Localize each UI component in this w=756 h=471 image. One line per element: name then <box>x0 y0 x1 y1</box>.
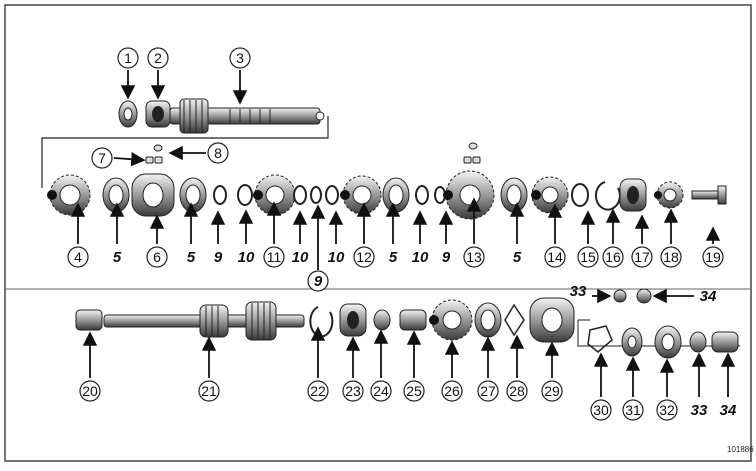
label-r2-15: 14 <box>547 249 563 265</box>
label-r2-14: 5 <box>513 249 522 266</box>
callout-r3-14: 32 <box>656 358 678 421</box>
label-r3-8: 28 <box>509 383 525 399</box>
label-r3-12: 30 <box>593 402 609 418</box>
callout-r3-3: 23 <box>342 336 364 402</box>
callout-r2-2: 6 <box>146 214 168 268</box>
callout-r3-0: 20 <box>79 331 101 402</box>
callout-r2-7: 10 <box>292 210 309 266</box>
callout-r1-4: 8 <box>168 142 229 164</box>
label-r2-1: 5 <box>113 249 122 266</box>
label-r2-21: 9 <box>314 273 323 290</box>
callout-r2-13: 13 <box>463 197 485 268</box>
callout-r3-2: 22 <box>307 326 329 402</box>
callout-r2-11: 10 <box>412 210 429 266</box>
label-r2-10: 5 <box>389 249 398 266</box>
label-r2-16: 15 <box>580 249 596 265</box>
row3-parts <box>75 288 740 359</box>
callout-r2-3: 5 <box>183 202 199 266</box>
label-r2-6: 11 <box>267 249 282 265</box>
callout-r3-12: 30 <box>590 352 612 421</box>
label-r2-0: 4 <box>74 249 82 265</box>
input-shaft <box>169 98 325 134</box>
callout-r2-21: 9 <box>307 204 329 292</box>
callout-r3-4: 24 <box>370 329 392 402</box>
clip-parts <box>145 142 481 164</box>
callout-r2-9: 12 <box>353 202 375 268</box>
label-r2-13: 13 <box>466 249 482 265</box>
callout-r2-1: 5 <box>109 202 125 266</box>
label-r3-9: 29 <box>544 383 560 399</box>
label-r2-18: 17 <box>634 249 650 265</box>
label-r2-12: 9 <box>442 249 451 266</box>
callout-r2-18: 17 <box>631 214 653 268</box>
label-r3-16: 34 <box>720 402 737 419</box>
bearing-cone-part <box>118 100 138 128</box>
label-r1-4: 8 <box>214 145 222 161</box>
callout-r3-10: 33 <box>570 283 612 304</box>
label-r2-20: 19 <box>705 249 721 265</box>
label-r2-2: 6 <box>153 249 161 265</box>
label-r2-19: 18 <box>663 249 679 265</box>
assembly-guide-line <box>41 116 329 188</box>
label-r1-3: 7 <box>98 150 106 166</box>
callout-r1-2: 3 <box>229 47 251 105</box>
label-r3-4: 24 <box>373 383 389 399</box>
callout-r3-15: 33 <box>691 352 708 419</box>
label-r3-2: 22 <box>310 383 326 399</box>
callout-r2-15: 14 <box>544 203 566 268</box>
label-r3-6: 26 <box>444 383 460 399</box>
label-r3-11: 34 <box>700 288 717 305</box>
label-r2-11: 10 <box>412 249 429 266</box>
label-r3-3: 23 <box>345 383 361 399</box>
callout-r3-9: 29 <box>541 341 563 402</box>
label-r3-5: 25 <box>406 383 422 399</box>
label-r3-1: 21 <box>201 383 217 399</box>
callout-r2-17: 16 <box>602 208 624 268</box>
callout-r2-16: 15 <box>577 210 599 268</box>
callout-r1-1: 2 <box>147 47 169 100</box>
label-r3-13: 31 <box>625 402 641 418</box>
label-r3-14: 32 <box>659 402 675 418</box>
label-r1-0: 1 <box>124 50 132 66</box>
label-r3-10: 33 <box>570 283 587 300</box>
callout-r2-12: 9 <box>438 210 454 266</box>
callout-r3-7: 27 <box>477 336 499 402</box>
label-r3-15: 33 <box>691 402 708 419</box>
callout-r1-0: 1 <box>117 47 139 100</box>
label-r1-1: 2 <box>154 50 162 66</box>
label-r2-7: 10 <box>292 249 309 266</box>
label-r2-17: 16 <box>605 249 621 265</box>
callout-r2-14: 5 <box>509 202 525 266</box>
label-r2-3: 5 <box>187 249 196 266</box>
label-r3-7: 27 <box>480 383 496 399</box>
label-r2-4: 9 <box>214 249 223 266</box>
callout-r2-0: 4 <box>67 202 89 268</box>
callout-r2-10: 5 <box>385 202 401 266</box>
callout-r3-1: 21 <box>198 336 220 402</box>
label-r3-0: 20 <box>82 383 98 399</box>
callout-r2-19: 18 <box>660 208 682 268</box>
callout-r3-13: 31 <box>622 356 644 421</box>
label-r2-8: 10 <box>328 249 345 266</box>
callout-r3-8: 28 <box>506 334 528 402</box>
callout-r2-4: 9 <box>210 210 226 266</box>
callout-r2-8: 10 <box>328 210 345 266</box>
label-r2-9: 12 <box>356 249 372 265</box>
label-r2-5: 10 <box>238 249 255 266</box>
reference-code: 101886 <box>727 445 754 454</box>
label-r1-2: 3 <box>236 50 244 66</box>
callout-r3-11: 34 <box>652 288 717 305</box>
callout-r2-20: 19 <box>702 226 724 268</box>
callout-r3-6: 26 <box>441 340 463 402</box>
callout-r2-6: 11 <box>263 201 285 268</box>
callout-r1-3: 7 <box>91 147 146 169</box>
callout-r3-5: 25 <box>403 330 425 402</box>
callout-r3-16: 34 <box>720 352 737 419</box>
callout-r2-5: 10 <box>238 209 255 266</box>
bearing-part <box>145 100 171 128</box>
